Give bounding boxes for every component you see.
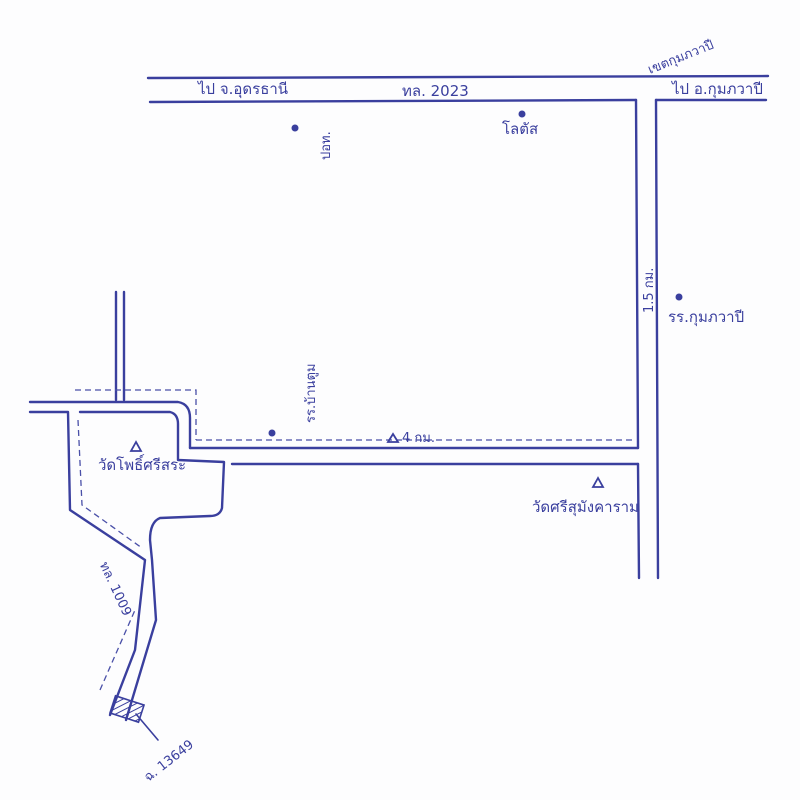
label-school-kumphawapi: รร.กุมภวาปี (668, 308, 744, 327)
label-distance-south: 4 กม. (402, 431, 435, 446)
road-east-vertical (634, 98, 660, 580)
road-middle-horizontal (188, 439, 640, 466)
police-dot-icon (291, 124, 299, 132)
road-west-junction (28, 389, 226, 722)
school-kumphawapi-dot-icon (675, 293, 683, 301)
highway-2023 (146, 74, 770, 104)
road-northwest-vertical (114, 290, 126, 402)
label-parcel: ฉ. 13649 (142, 737, 197, 785)
label-to-kumphawapi: ไป อ.กุมภวาปี (671, 80, 763, 99)
parcel-hatched-icon (108, 694, 159, 741)
label-highway: ทล. 2023 (402, 82, 469, 100)
school-ban-tum-dot-icon (268, 429, 276, 437)
temple-srisumangaram-triangle-icon (591, 476, 605, 488)
label-distance-east: 1.5 กม. (642, 268, 657, 313)
label-kumphawapi-region: เขตกุมภวาปี (646, 37, 717, 78)
label-road-1009: ทล. 1009 (96, 560, 134, 619)
label-police: ปอท. (319, 131, 334, 160)
label-school-ban-tum: รร.บ้านตูม (304, 363, 319, 423)
label-wat-phochisa: วัดโพธิ์ศรีสระ (98, 454, 186, 474)
label-to-udon: ไป จ.อุดรธานี (197, 80, 288, 99)
lotus-dot-icon (518, 110, 526, 118)
temple-phochisa-triangle-icon (129, 440, 143, 452)
label-wat-srisumangaram: วัดศรีสุมังคาราม (532, 498, 639, 517)
label-lotus: โลตัส (502, 120, 538, 138)
distance-marker-triangle-icon (386, 432, 400, 443)
